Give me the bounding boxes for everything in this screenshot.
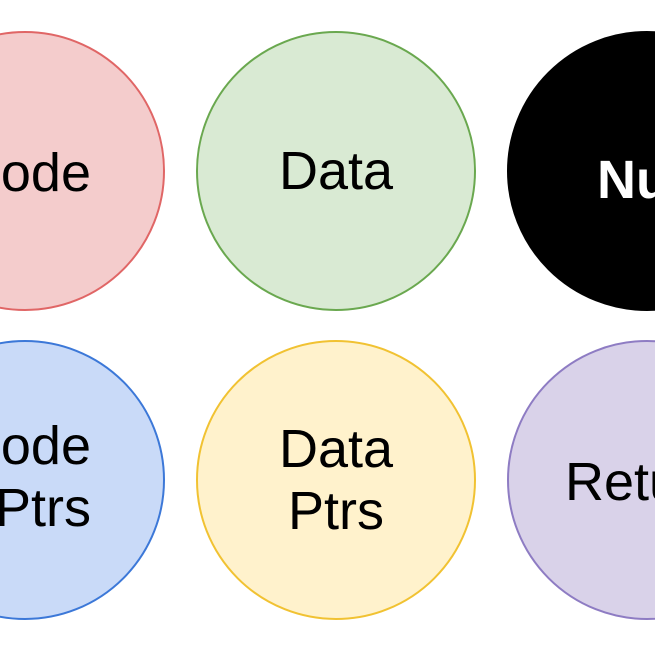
node-null-line-1: Null (597, 150, 655, 210)
node-code-ptrs: Code Ptrs (0, 340, 165, 620)
node-data-label: Data (279, 140, 393, 202)
node-data-ptrs-line-2: Ptrs (287, 481, 384, 541)
node-null-label: Null (597, 149, 655, 211)
node-code-line-1: Code (0, 143, 91, 203)
node-return: Return (507, 340, 655, 620)
node-data-ptrs: Data Ptrs (196, 340, 476, 620)
node-code-ptrs-line-1: Code (0, 416, 91, 476)
node-code-ptrs-label: Code Ptrs (0, 415, 91, 539)
node-code-label: Code (0, 142, 91, 204)
node-return-label: Return (565, 451, 655, 513)
node-data: Data (196, 31, 476, 311)
node-data-line-1: Data (278, 141, 394, 201)
node-data-ptrs-label: Data Ptrs (279, 418, 393, 542)
node-return-line-1: Return (565, 452, 655, 512)
node-data-ptrs-line-1: Data (278, 419, 394, 479)
node-null: Null (507, 31, 655, 311)
node-code-ptrs-line-2: Ptrs (0, 478, 91, 538)
node-code: Code (0, 31, 165, 311)
